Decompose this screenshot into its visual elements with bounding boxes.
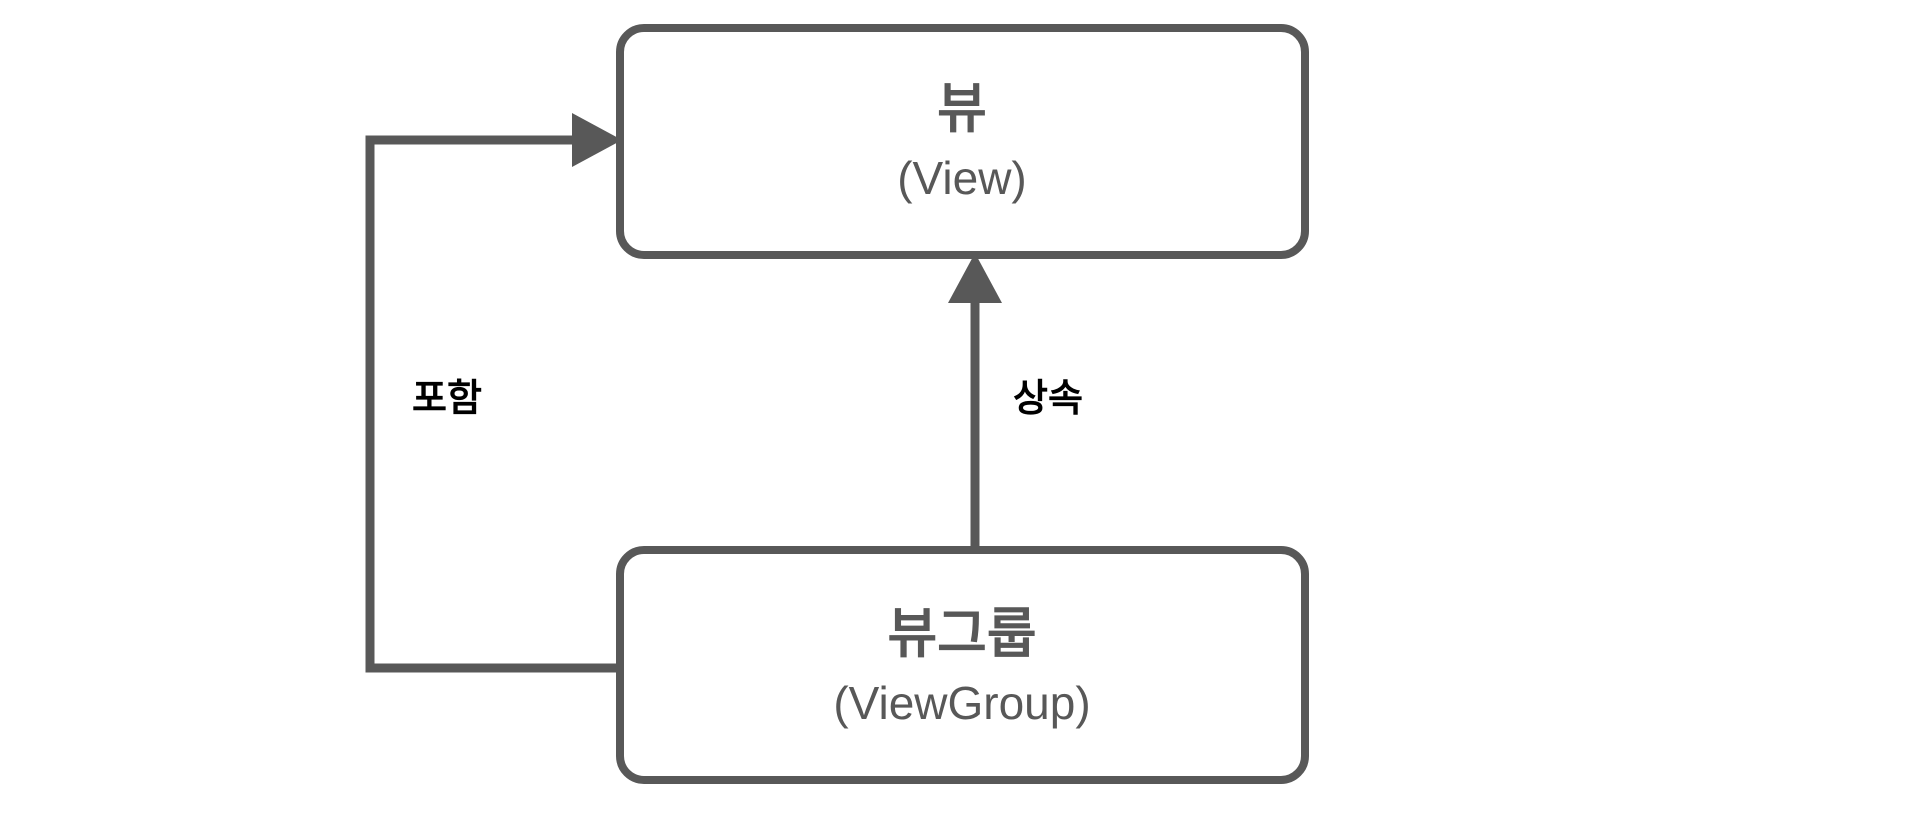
- view-node-primary-label: 뷰: [937, 79, 987, 139]
- viewgroup-node-secondary-label: (ViewGroup): [833, 677, 1090, 729]
- view-node-box: [616, 24, 1309, 259]
- containment-edge-arrowhead: [572, 113, 622, 167]
- containment-edge[interactable]: [365, 113, 622, 673]
- viewgroup-node-primary-label: 뷰그룹: [887, 604, 1036, 664]
- containment-edge-line: [365, 135, 620, 673]
- viewgroup-node-box: [616, 546, 1309, 784]
- view-node[interactable]: 뷰 (View): [616, 24, 1309, 259]
- inheritance-edge-arrowhead: [948, 253, 1002, 303]
- inheritance-edge[interactable]: [948, 253, 1002, 550]
- inheritance-edge-label: 상속: [1013, 378, 1083, 420]
- viewgroup-node[interactable]: 뷰그룹 (ViewGroup): [616, 546, 1309, 784]
- containment-edge-label: 포함: [412, 378, 482, 420]
- view-node-secondary-label: (View): [897, 152, 1027, 204]
